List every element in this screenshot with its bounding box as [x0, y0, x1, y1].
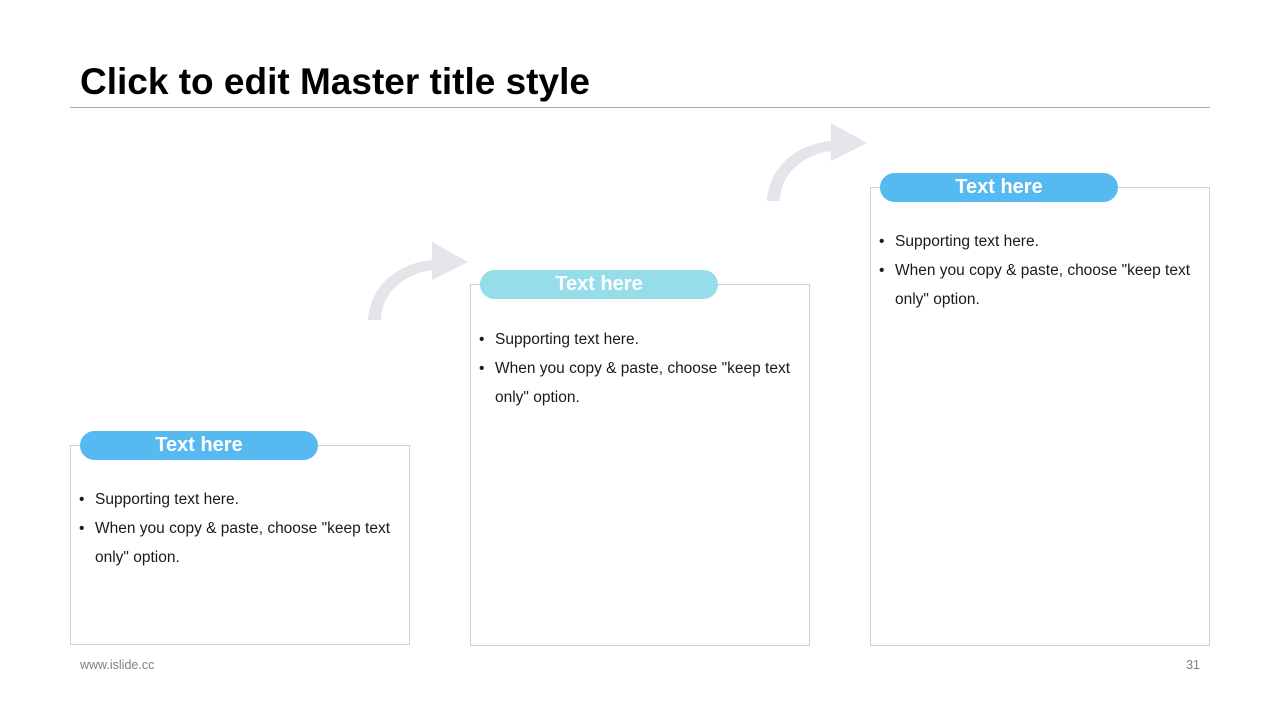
bullet-item[interactable]: • When you copy & paste, choose "keep tex…	[79, 514, 405, 572]
curved-arrow-icon	[368, 242, 468, 320]
bullet-item[interactable]: • When you copy & paste, choose "keep tex…	[879, 256, 1205, 314]
step-card-1	[70, 445, 410, 645]
bullet-text: When you copy & paste, choose "keep text…	[895, 262, 1191, 308]
bullet-dot: •	[479, 331, 485, 348]
bullet-dot: •	[479, 360, 485, 377]
step-label-3[interactable]: Text here	[880, 173, 1118, 202]
slide-title[interactable]: Click to edit Master title style	[80, 61, 590, 102]
curved-arrow-shape	[767, 123, 867, 201]
bullet-item[interactable]: • Supporting text here.	[879, 227, 1205, 256]
curved-arrow-shape	[368, 242, 468, 320]
title-divider	[70, 107, 1210, 108]
step-bullet-list-2: • Supporting text here. • When you copy & …	[479, 325, 805, 412]
bullet-text: Supporting text here.	[495, 331, 639, 348]
bullet-text: Supporting text here.	[895, 233, 1039, 250]
bullet-text: When you copy & paste, choose "keep text…	[495, 360, 791, 406]
step-bullet-list-3: • Supporting text here. • When you copy & …	[879, 227, 1205, 314]
page-number: 31	[1186, 658, 1200, 672]
step-label-2[interactable]: Text here	[480, 270, 718, 299]
bullet-item[interactable]: • Supporting text here.	[479, 325, 805, 354]
step-label-1[interactable]: Text here	[80, 431, 318, 460]
curved-arrow-icon	[767, 123, 867, 201]
footer-url: www.islide.cc	[80, 658, 155, 672]
bullet-text: When you copy & paste, choose "keep text…	[95, 520, 391, 566]
bullet-item[interactable]: • Supporting text here.	[79, 485, 405, 514]
bullet-dot: •	[79, 491, 85, 508]
bullet-dot: •	[879, 233, 885, 250]
bullet-dot: •	[79, 520, 85, 537]
step-bullet-list-1: • Supporting text here. • When you copy & …	[79, 485, 405, 572]
bullet-text: Supporting text here.	[95, 491, 239, 508]
bullet-dot: •	[879, 262, 885, 279]
step-card-3	[870, 187, 1210, 646]
bullet-item[interactable]: • When you copy & paste, choose "keep tex…	[479, 354, 805, 412]
step-card-2	[470, 284, 810, 646]
